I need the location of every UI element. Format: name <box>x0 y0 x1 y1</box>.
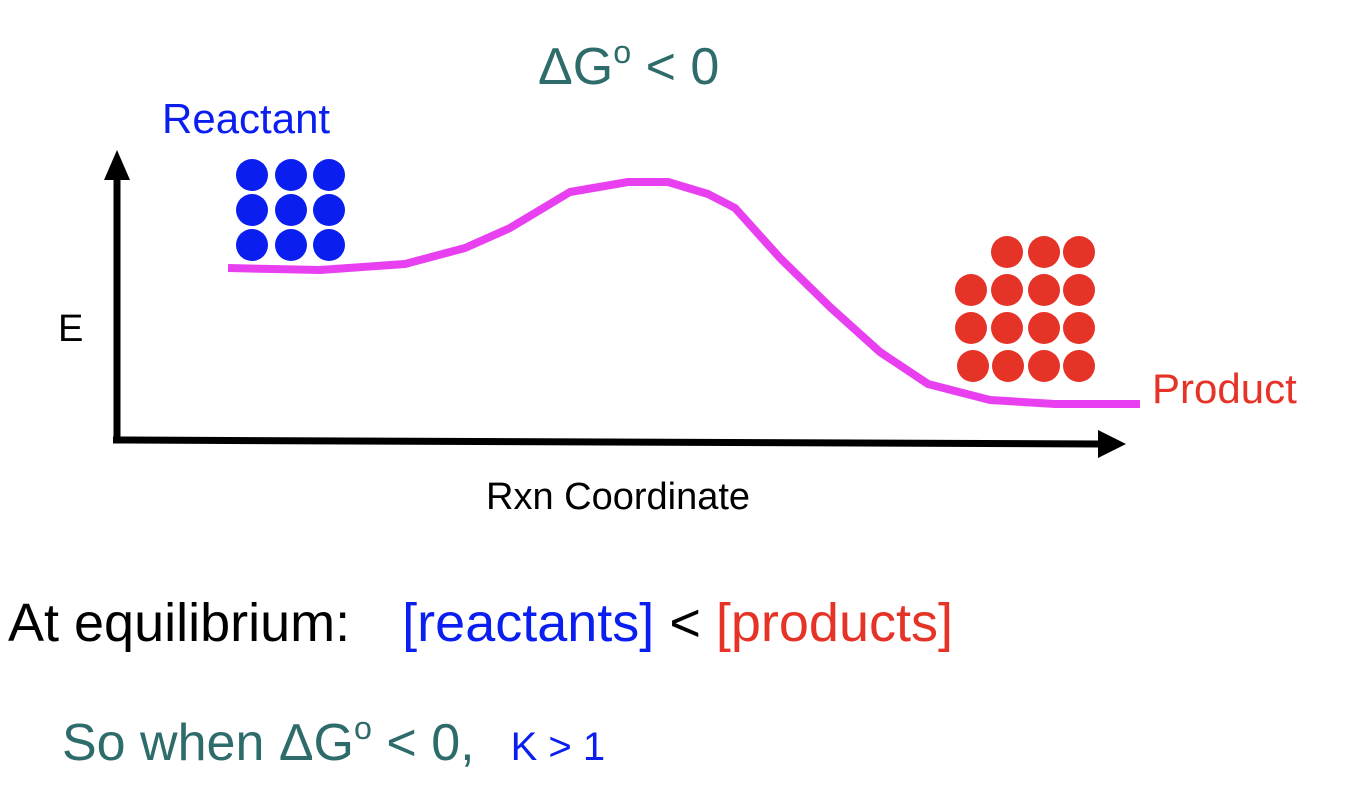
product-particle <box>1028 350 1060 382</box>
summary-delta-g: ΔG <box>278 713 354 772</box>
x-axis-label: Rxn Coordinate <box>486 476 751 518</box>
energy-curve <box>227 178 1140 408</box>
product-particle <box>957 350 989 382</box>
y-axis-label: E <box>58 308 84 350</box>
products-concentration: [products] <box>715 593 953 653</box>
summary-superscript: o <box>354 710 372 746</box>
delta-g-relation: < 0 <box>631 37 720 96</box>
product-particle <box>955 312 987 344</box>
reactant-particle <box>313 159 345 191</box>
reactant-particle <box>236 229 268 261</box>
standard-state-superscript: o <box>613 34 632 70</box>
product-particle <box>991 312 1023 344</box>
product-particles <box>955 236 1095 382</box>
product-particle <box>992 350 1024 382</box>
product-particle <box>991 274 1023 306</box>
product-particle <box>991 236 1023 268</box>
reactant-particle <box>236 194 268 226</box>
summary-condition: < 0, <box>371 713 475 772</box>
delta-g-title: ΔGo < 0 <box>538 36 719 93</box>
equilibrium-prefix: At equilibrium: <box>8 593 351 653</box>
reactant-particle <box>313 194 345 226</box>
product-particle <box>1028 274 1060 306</box>
comparator: < <box>669 593 701 653</box>
reactant-label: Reactant <box>162 95 331 142</box>
product-label: Product <box>1152 365 1297 412</box>
reactants-concentration: [reactants] <box>402 593 655 653</box>
reactant-particle <box>275 159 307 191</box>
product-particle <box>1063 312 1095 344</box>
x-axis <box>112 436 1103 448</box>
product-particle <box>1063 236 1095 268</box>
reactant-particle <box>236 159 268 191</box>
equilibrium-constant-result: K > 1 <box>510 724 606 769</box>
reactant-particle <box>275 194 307 226</box>
summary-statement: So when ΔGo < 0, K > 1 <box>62 712 605 769</box>
product-particle <box>1063 274 1095 306</box>
summary-prefix: So when <box>62 713 279 772</box>
product-particle <box>1028 236 1060 268</box>
delta-g-symbol: ΔG <box>538 37 614 96</box>
product-particle <box>955 274 987 306</box>
reactant-particles <box>236 159 345 261</box>
equilibrium-statement: At equilibrium: [reactants] < [products] <box>8 596 953 650</box>
reactant-particle <box>313 229 345 261</box>
y-axis-arrowhead <box>104 150 130 180</box>
product-particle <box>1028 312 1060 344</box>
reactant-particle <box>275 229 307 261</box>
x-axis-arrowhead <box>1098 430 1126 458</box>
product-particle <box>1063 350 1095 382</box>
